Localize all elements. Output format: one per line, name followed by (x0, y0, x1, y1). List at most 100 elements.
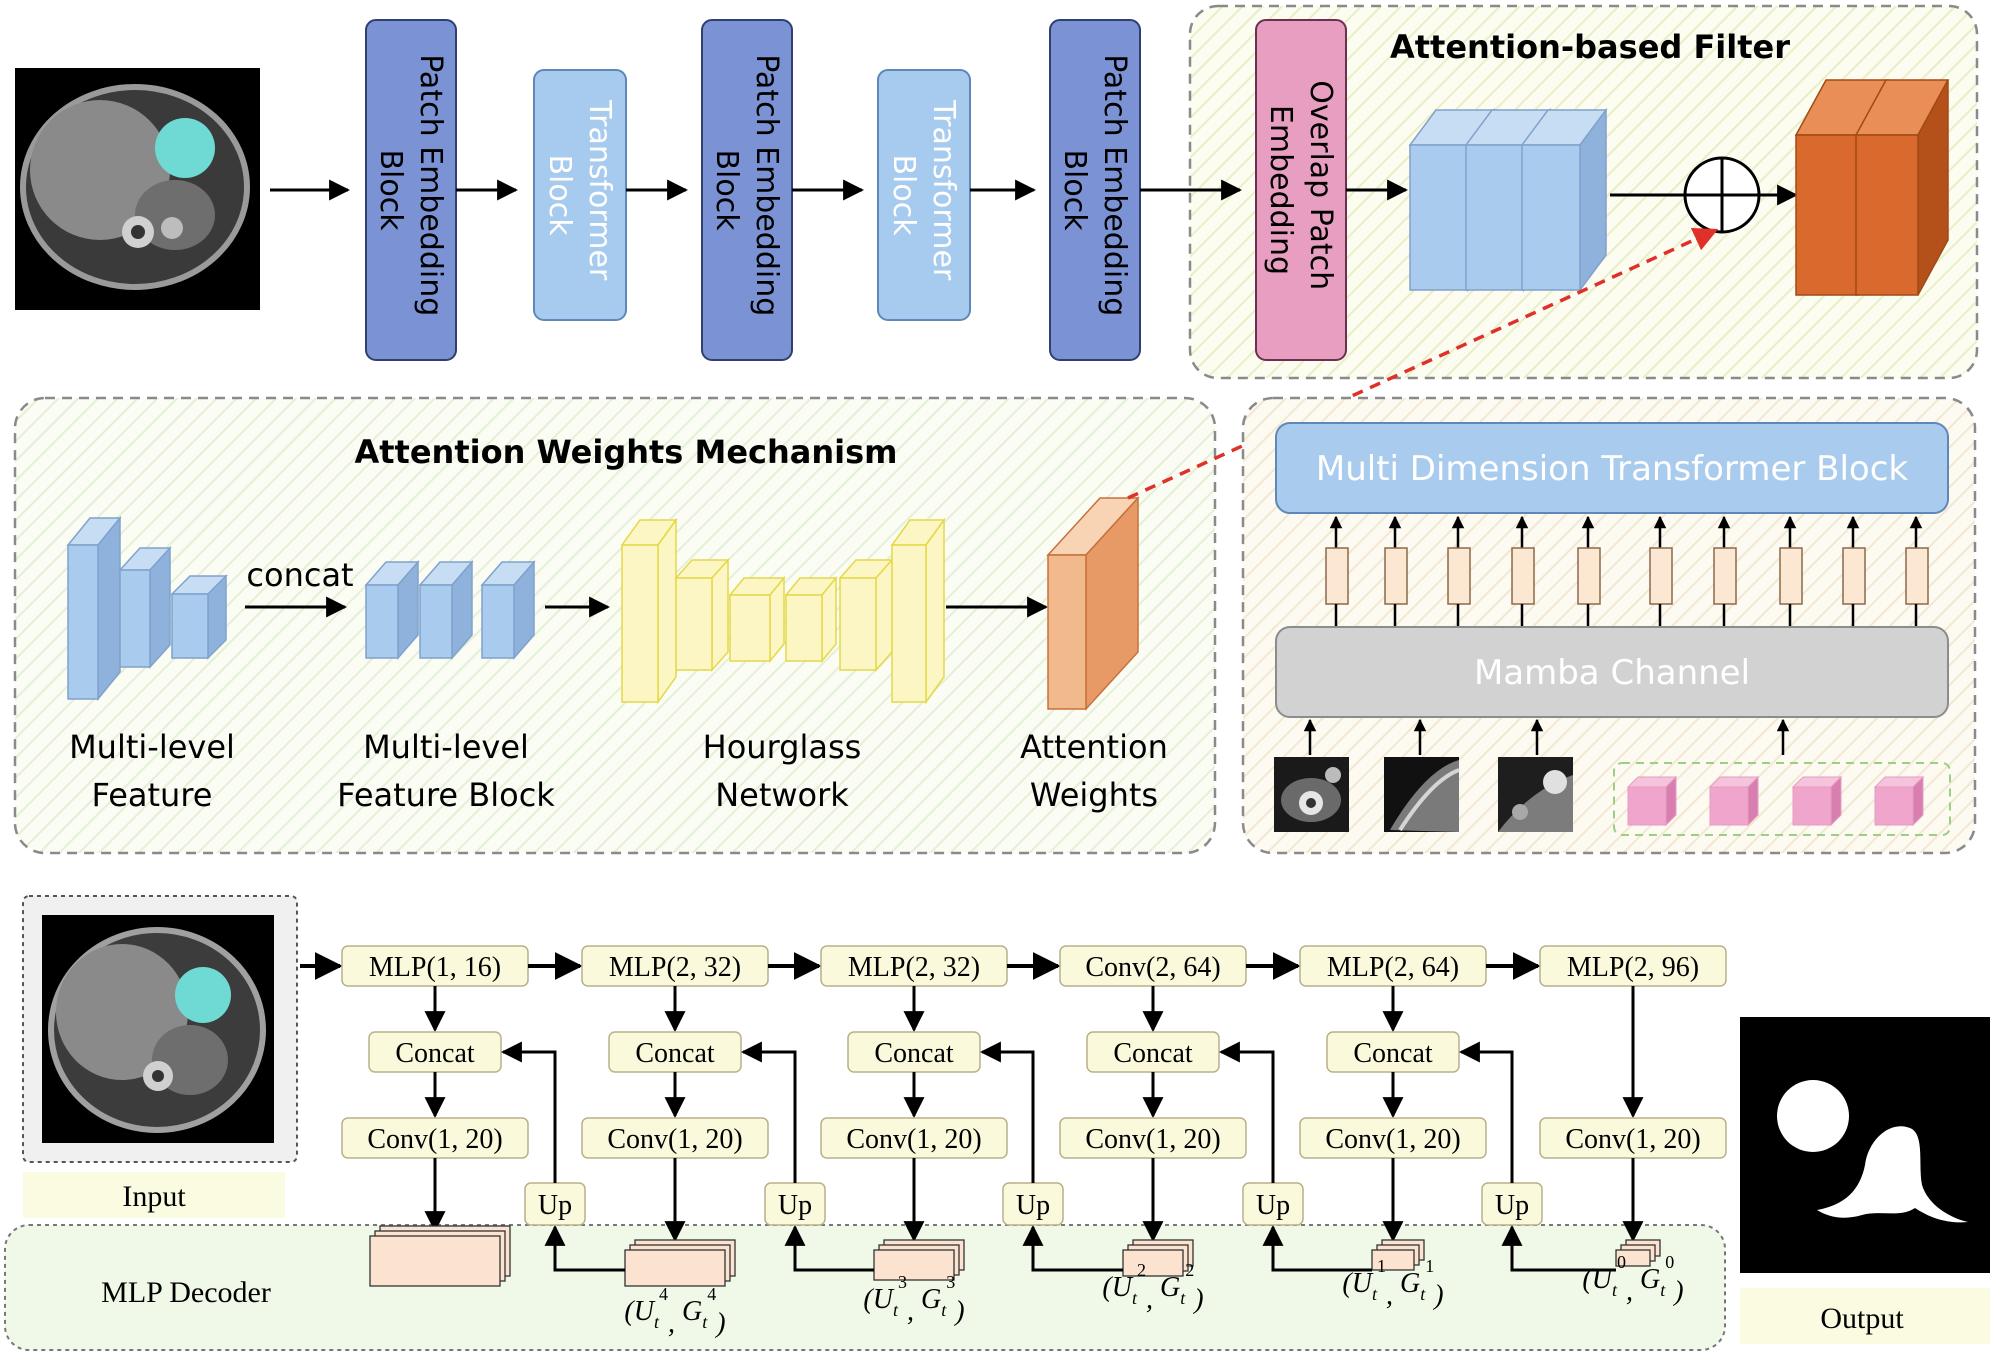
svg-text:(Ut1, Gt1): (Ut1, Gt1) (1342, 1256, 1443, 1311)
feature-output-3 (873, 1239, 965, 1281)
filter-output-blocks (1794, 79, 1950, 296)
awm-label-attention-weights: Attention Weights (1020, 728, 1168, 814)
conv-box-2-label: Conv(1, 20) (607, 1124, 742, 1155)
attention-weights-connector (1127, 227, 1719, 500)
transformer-block-2: Transformer Block (877, 69, 971, 321)
concat-box-5-label: Concat (1353, 1038, 1433, 1069)
upsample-path-5: Up (1458, 1041, 1616, 1272)
token-8 (1779, 515, 1803, 627)
up-box-2-label: Up (778, 1190, 812, 1221)
upsample-path-2: Up (740, 1041, 874, 1272)
up-box-1-label: Up (538, 1190, 572, 1221)
conv-box-5: Conv(1, 20) (1299, 1117, 1487, 1159)
stage-output-label-5: (Ut0, Gt0) (1582, 1252, 1683, 1307)
up-box-1: Up (524, 1182, 586, 1226)
up-box-4: Up (1242, 1182, 1304, 1226)
conv-box-6: Conv(1, 20) (1539, 1117, 1727, 1159)
mlp-box-3-label: MLP(2, 32) (848, 952, 980, 983)
token-3 (1447, 515, 1471, 627)
mlp-box-1: MLP(1, 16) (341, 945, 529, 987)
token-7 (1713, 515, 1737, 627)
svg-text:Patch Embedding Block: Patch Embedding Block (1057, 54, 1132, 326)
conv-box-2: Conv(1, 20) (581, 1117, 769, 1159)
conv-box-3-label: Conv(1, 20) (846, 1124, 981, 1155)
pink-cube-3 (1791, 775, 1843, 827)
concat-box-1-label: Concat (395, 1038, 475, 1069)
svg-text:Overlap Patch Embedding: Overlap Patch Embedding (1263, 80, 1338, 299)
feature-output-2 (624, 1239, 736, 1287)
conv-box-4: Conv(1, 20) (1059, 1117, 1247, 1159)
mamba-channel-block: Mamba Channel (1275, 626, 1949, 718)
concat-box-2-label: Concat (635, 1038, 715, 1069)
concat-box-1: Concat (368, 1031, 502, 1073)
conv-box-4-label: Conv(1, 20) (1085, 1124, 1220, 1155)
svg-text:Multi Dimension Transformer Bl: Multi Dimension Transformer Block (1316, 449, 1909, 489)
mlp-box-4: Conv(2, 64) (1059, 945, 1247, 987)
patch-embedding-block-1: Patch Embedding Block (365, 19, 457, 361)
filter-feature-blocks (1408, 107, 1608, 293)
svg-text:(Ut4, Gt4): (Ut4, Gt4) (624, 1284, 725, 1339)
svg-text:Feature Block: Feature Block (337, 776, 555, 814)
multi-level-feature-block-group (364, 559, 536, 661)
upsample-path-4: Up (1218, 1041, 1372, 1272)
svg-text:Feature: Feature (92, 776, 213, 814)
awm-label-multi-level-feature: Multi-level Feature (69, 728, 235, 814)
mlp-box-4-label: Conv(2, 64) (1085, 952, 1220, 983)
output-mask-image (1740, 1017, 1990, 1273)
svg-text:Output: Output (1820, 1302, 1904, 1335)
svg-text:Patch Embedding Block: Patch Embedding Block (709, 54, 784, 326)
conv-box-1-label: Conv(1, 20) (367, 1124, 502, 1155)
patch-embedding-block-2: Patch Embedding Block (701, 19, 793, 361)
ct-slice-2 (1384, 757, 1460, 832)
multi-dimension-transformer-block: Multi Dimension Transformer Block (1275, 422, 1949, 514)
overlap-patch-embedding-block: Overlap Patch Embedding (1255, 19, 1347, 361)
feature-output-6 (1615, 1239, 1661, 1267)
up-box-2: Up (764, 1182, 826, 1226)
hourglass-network (620, 517, 946, 705)
up-box-4-label: Up (1256, 1190, 1290, 1221)
stage-output-label-2: (Ut3, Gt3) (863, 1272, 964, 1327)
svg-text:Patch Embedding Block: Patch Embedding Block (373, 54, 448, 326)
attention-weights-block (1046, 496, 1140, 711)
awm-label-hourglass-network: Hourglass Network (703, 728, 862, 814)
conv-box-3: Conv(1, 20) (820, 1117, 1008, 1159)
token-layer (1325, 515, 1929, 627)
attention-weights-mechanism-panel: Attention Weights Mechanism (13, 396, 1217, 855)
mlp-box-2: MLP(2, 32) (581, 945, 769, 987)
mlp-box-1-label: MLP(1, 16) (369, 952, 501, 983)
awm-title: Attention Weights Mechanism (354, 433, 897, 471)
up-box-3-label: Up (1016, 1190, 1050, 1221)
pink-cube-4 (1873, 775, 1925, 827)
stage-output-label-1: (Ut4, Gt4) (624, 1284, 725, 1339)
conv-box-6-label: Conv(1, 20) (1565, 1124, 1700, 1155)
feature-output-5 (1371, 1239, 1425, 1271)
svg-text:Multi-level: Multi-level (363, 728, 529, 766)
ct-slice-1 (1274, 757, 1349, 832)
concat-label: concat (246, 556, 353, 594)
svg-text:Network: Network (715, 776, 849, 814)
up-box-5: Up (1481, 1182, 1543, 1226)
up-box-3: Up (1002, 1182, 1064, 1226)
mlp-box-5-label: MLP(2, 64) (1327, 952, 1459, 983)
decoder-stage-6: MLP(2, 96)Conv(1, 20) (1539, 945, 1727, 1243)
svg-text:Input: Input (122, 1180, 186, 1213)
element-wise-add-icon (1683, 156, 1761, 234)
output-label: Output (1740, 1288, 1990, 1344)
stage-output-label-3: (Ut2, Gt2) (1102, 1260, 1203, 1315)
up-box-5-label: Up (1495, 1190, 1529, 1221)
concat-box-4: Concat (1086, 1031, 1220, 1073)
upsample-path-3: Up (979, 1041, 1123, 1272)
transformer-block-1: Transformer Block (533, 69, 627, 321)
upsample-path-1: Up (500, 1041, 625, 1272)
svg-text:Transformer Block: Transformer Block (542, 99, 617, 290)
mlp-box-5: MLP(2, 64) (1299, 945, 1487, 987)
svg-text:Mamba Channel: Mamba Channel (1474, 653, 1750, 693)
decoder-input-frame (22, 895, 298, 1163)
conv-box-5-label: Conv(1, 20) (1325, 1124, 1460, 1155)
ct-slice-3 (1498, 757, 1573, 832)
